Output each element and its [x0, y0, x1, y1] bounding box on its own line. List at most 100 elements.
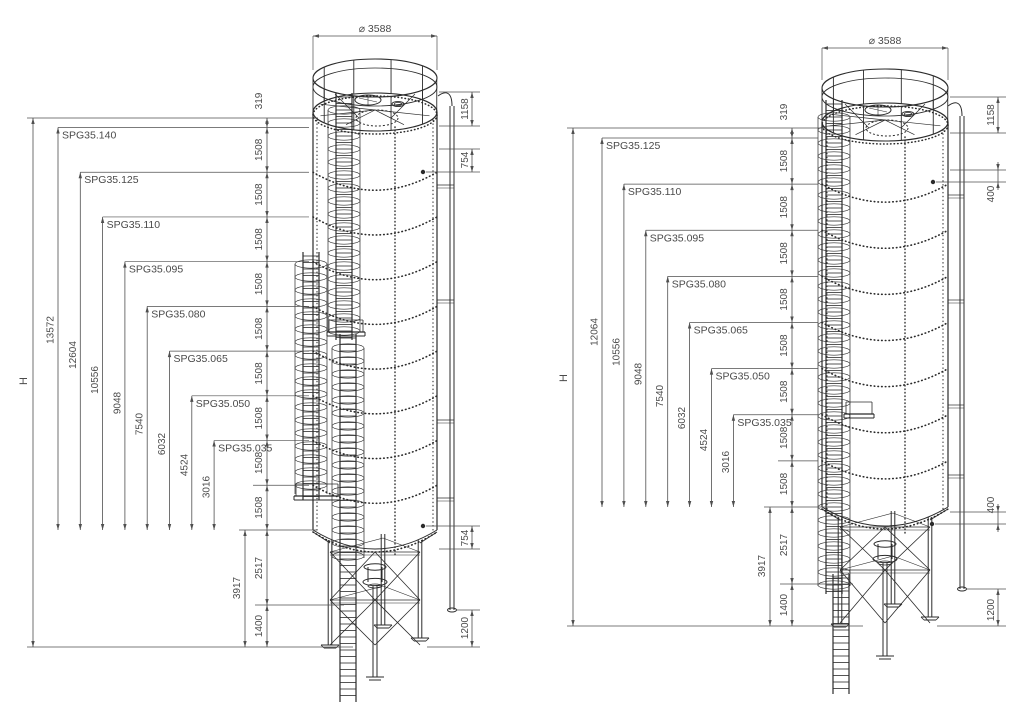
station-height-value: 4524 [699, 428, 710, 451]
skirt-upper-value: 2517 [779, 533, 790, 556]
arrowhead [790, 184, 794, 191]
arrowhead [600, 501, 604, 507]
shell [312, 112, 438, 557]
arrowhead [731, 414, 736, 421]
dimension-layer: ⌀ 3588HSPG35.12512064SPG35.11010556SPG35… [558, 35, 1006, 627]
ring-pitch-value: 1508 [779, 196, 790, 219]
overall-height-label: H [18, 377, 30, 385]
offset-dimension-value: 1200 [460, 616, 471, 639]
shell [821, 122, 949, 534]
arrowhead [190, 395, 194, 402]
arrowhead [768, 507, 772, 513]
arrowhead [265, 395, 269, 402]
arrowhead [470, 120, 474, 126]
top-offset-value: 319 [254, 92, 265, 109]
cage-hoop [294, 415, 328, 425]
arrowhead [622, 501, 626, 507]
arrowhead [265, 389, 269, 396]
arrowhead [265, 434, 269, 441]
station-height-value: 3016 [202, 475, 213, 498]
arrowhead [790, 414, 794, 421]
station-height-value: 10556 [90, 366, 101, 394]
arrowhead [790, 578, 794, 584]
ring-seam [821, 229, 949, 250]
roof-rib [320, 103, 376, 111]
cone-bottom [821, 506, 949, 566]
arrowhead [644, 230, 648, 237]
silo-view-right: ⌀ 3588HSPG35.12512064SPG35.11010556SPG35… [558, 35, 1006, 694]
arrowhead [470, 641, 474, 647]
offset-dimension-value: 754 [460, 529, 471, 546]
cage-hoop [294, 428, 328, 438]
arrowhead [265, 127, 269, 134]
skirt-total-value: 3917 [232, 576, 243, 599]
station-height-value: 13572 [46, 316, 57, 344]
arrowhead [996, 524, 1000, 530]
skirt-lower-value: 1400 [779, 593, 790, 616]
arrowhead [265, 530, 269, 536]
silo-art [293, 58, 457, 702]
caged-ladder [832, 574, 850, 694]
datum-dot [420, 523, 426, 529]
spg-label: SPG35.035 [218, 443, 272, 455]
offset-dimension-value: 1158 [460, 98, 471, 120]
arrowhead [644, 501, 648, 507]
arrowhead [996, 589, 1000, 595]
arrowhead [790, 322, 794, 329]
ring-pitch-value: 1508 [254, 272, 265, 295]
skirt-lower-value: 1400 [254, 614, 265, 637]
ring-seam [821, 367, 949, 388]
x-brace [839, 526, 886, 571]
roof-guardrail [312, 58, 438, 131]
arrowhead [470, 526, 474, 532]
arrowhead [265, 172, 269, 179]
offset-dimension-value: 400 [986, 496, 997, 513]
cage-hoop [294, 324, 328, 334]
arrowhead [56, 127, 60, 134]
arrowhead [265, 216, 269, 223]
arrowhead [265, 599, 269, 605]
arrowhead [790, 501, 794, 507]
arrowhead [600, 138, 604, 144]
spg-label: SPG35.080 [151, 308, 205, 320]
silo-art [817, 68, 967, 694]
downpipe [947, 102, 967, 592]
roof [312, 92, 438, 135]
spg-label: SPG35.110 [107, 219, 161, 231]
offset-dimension-value: 1158 [986, 104, 997, 126]
arrowhead [571, 128, 575, 134]
arrowhead [790, 178, 794, 185]
ring-pitch-value: 1508 [779, 288, 790, 311]
arrowhead [790, 132, 794, 138]
arrowhead [243, 530, 247, 536]
drawing-path [312, 529, 438, 550]
ellipse-line [312, 67, 438, 107]
ring-pitch-value: 1508 [779, 472, 790, 495]
station-height-value: 3016 [721, 450, 732, 473]
ellipse-line [312, 92, 438, 132]
offset-dimension-value: 400 [986, 185, 997, 202]
spg-label: SPG35.035 [737, 417, 791, 429]
spg-label: SPG35.140 [62, 130, 116, 142]
ring-seam [821, 275, 949, 296]
horizontal-brace [382, 537, 421, 553]
ring-pitch-value: 1508 [254, 228, 265, 251]
arrowhead [431, 34, 437, 38]
drawing-path [947, 102, 963, 117]
arrowhead [790, 454, 794, 461]
cage-hoop [294, 467, 328, 477]
roof-vent [391, 100, 405, 108]
arrowhead [78, 172, 82, 179]
caged-ladder [293, 252, 341, 501]
drawing-path [437, 92, 453, 107]
arrowhead [123, 261, 127, 268]
outlet-flange [362, 577, 388, 587]
arrowhead [790, 276, 794, 283]
cage-hoop [294, 272, 328, 282]
arrowhead [212, 524, 216, 530]
arrowhead [666, 276, 670, 283]
spg-label: SPG35.095 [650, 232, 704, 244]
roof-rib [884, 119, 915, 136]
